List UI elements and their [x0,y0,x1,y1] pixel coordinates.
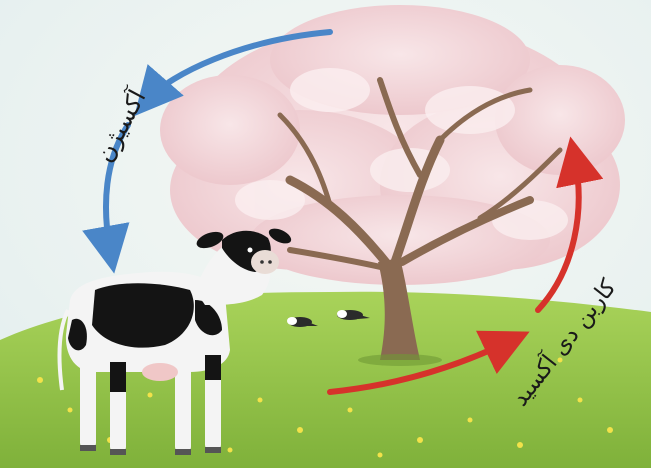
oxygen-co2-cycle-illustration [0,0,651,468]
